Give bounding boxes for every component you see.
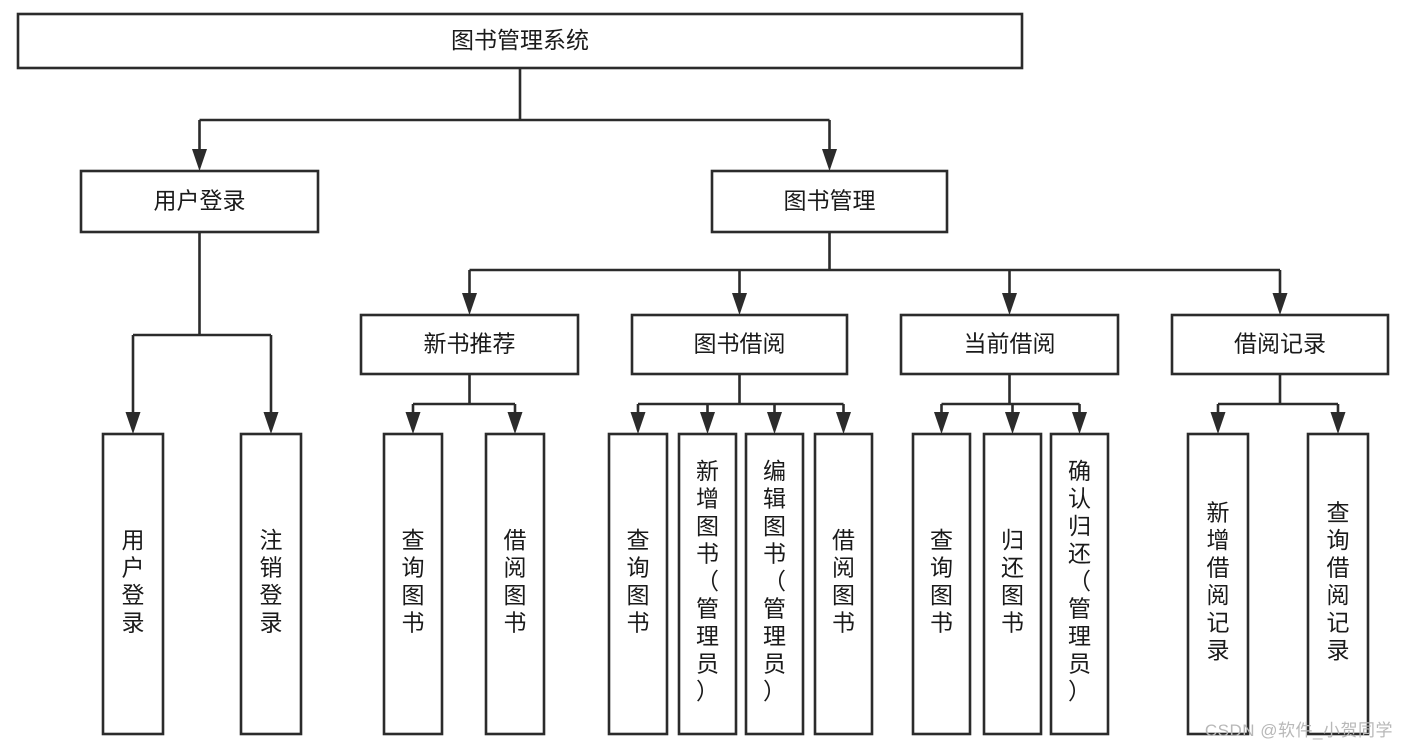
node-leaf_4[interactable]: 查询图书 (607, 432, 669, 736)
node-leaf_2[interactable]: 查询图书 (382, 432, 444, 736)
node-l3_3[interactable]: 借阅记录 (1170, 313, 1390, 376)
node-leaf_6[interactable]: 编辑图书（管理员） (744, 432, 805, 736)
node-l2_0[interactable]: 用户登录 (79, 169, 320, 234)
node-label: 查询借阅记录 (1327, 499, 1350, 663)
node-label: 用户登录 (154, 188, 246, 214)
node-label: 查询图书 (627, 527, 650, 636)
node-leaf_10[interactable]: 确认归还（管理员） (1049, 432, 1110, 736)
node-leaf_1[interactable]: 注销登录 (239, 432, 303, 736)
arrow-head-icon (630, 412, 646, 434)
node-box[interactable] (710, 169, 949, 234)
node-box[interactable] (359, 313, 580, 376)
node-label: 图书管理系统 (451, 27, 589, 53)
node-box[interactable] (1170, 313, 1390, 376)
node-leaf_5[interactable]: 新增图书（管理员） (677, 432, 738, 736)
edge-group-root (192, 68, 837, 171)
node-box[interactable] (1306, 432, 1370, 736)
arrow-head-icon (462, 293, 477, 315)
node-leaf_11[interactable]: 新增借阅记录 (1186, 432, 1250, 736)
node-box[interactable] (239, 432, 303, 736)
node-label: 新书推荐 (424, 331, 516, 357)
node-label: 借阅图书 (832, 527, 855, 636)
node-box[interactable] (79, 169, 320, 234)
node-label: 注销登录 (260, 527, 283, 636)
arrow-head-icon (405, 412, 421, 434)
node-box[interactable] (484, 432, 546, 736)
edge-group-l2_1 (462, 232, 1288, 315)
node-leaf_7[interactable]: 借阅图书 (813, 432, 874, 736)
node-label: 确认归还（管理员） (1068, 458, 1091, 704)
arrow-head-icon (732, 293, 747, 315)
arrow-head-icon (836, 412, 851, 434)
node-l3_0[interactable]: 新书推荐 (359, 313, 580, 376)
node-box[interactable] (813, 432, 874, 736)
arrow-head-icon (1210, 412, 1226, 434)
node-leaf_3[interactable]: 借阅图书 (484, 432, 546, 736)
arrow-head-icon (1330, 412, 1346, 434)
node-box[interactable] (382, 432, 444, 736)
node-box[interactable] (911, 432, 972, 736)
node-leaf_12[interactable]: 查询借阅记录 (1306, 432, 1370, 736)
arrow-head-icon (1005, 412, 1020, 434)
node-label: 新增借阅记录 (1207, 499, 1230, 663)
connector-layer (125, 68, 1346, 434)
node-box[interactable] (101, 432, 165, 736)
edge-group-l3_1 (630, 374, 851, 434)
node-box[interactable] (630, 313, 849, 376)
edge-group-l3_2 (934, 374, 1087, 434)
node-label: 当前借阅 (964, 331, 1056, 357)
node-layer: 图书管理系统用户登录图书管理新书推荐图书借阅当前借阅借阅记录用户登录注销登录查询… (16, 12, 1390, 736)
arrow-head-icon (700, 412, 715, 434)
node-label: 归还图书 (1001, 527, 1024, 636)
node-box[interactable] (899, 313, 1120, 376)
watermark-text: CSDN @软件_小贺同学 (1204, 721, 1393, 740)
node-box[interactable] (1049, 432, 1110, 736)
node-label: 图书借阅 (694, 331, 786, 357)
node-label: 新增图书（管理员） (696, 458, 719, 704)
node-l3_2[interactable]: 当前借阅 (899, 313, 1120, 376)
node-box[interactable] (1186, 432, 1250, 736)
node-box[interactable] (16, 12, 1024, 70)
arrow-head-icon (1272, 293, 1288, 315)
arrow-head-icon (125, 412, 141, 434)
node-box[interactable] (607, 432, 669, 736)
node-leaf_0[interactable]: 用户登录 (101, 432, 165, 736)
node-l3_1[interactable]: 图书借阅 (630, 313, 849, 376)
edge-group-l2_0 (125, 232, 279, 434)
arrow-head-icon (192, 149, 207, 171)
node-box[interactable] (677, 432, 738, 736)
node-label: 图书管理 (784, 188, 876, 214)
edge-group-l3_3 (1210, 374, 1346, 434)
node-label: 借阅图书 (504, 527, 527, 636)
node-label: 编辑图书（管理员） (763, 458, 786, 704)
node-label: 查询图书 (930, 527, 953, 636)
node-leaf_9[interactable]: 归还图书 (982, 432, 1043, 736)
arrow-head-icon (934, 412, 949, 434)
node-box[interactable] (982, 432, 1043, 736)
arrow-head-icon (767, 412, 782, 434)
node-leaf_8[interactable]: 查询图书 (911, 432, 972, 736)
node-box[interactable] (744, 432, 805, 736)
arrow-head-icon (263, 412, 279, 434)
arrow-head-icon (1002, 293, 1017, 315)
node-root[interactable]: 图书管理系统 (16, 12, 1024, 70)
arrow-head-icon (1072, 412, 1087, 434)
node-label: 用户登录 (122, 527, 145, 636)
node-label: 查询图书 (402, 527, 425, 636)
node-label: 借阅记录 (1234, 331, 1326, 357)
node-l2_1[interactable]: 图书管理 (710, 169, 949, 234)
arrow-head-icon (822, 149, 837, 171)
arrow-head-icon (507, 412, 523, 434)
edge-group-l3_0 (405, 374, 523, 434)
